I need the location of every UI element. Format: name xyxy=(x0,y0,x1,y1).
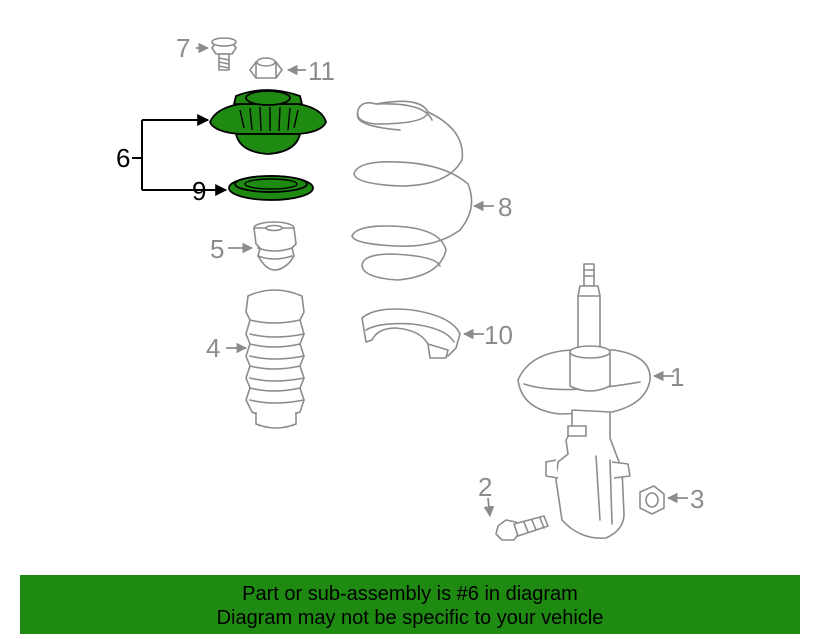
callout-10: 10 xyxy=(484,320,513,350)
parts-diagram: 7 11 6 9 5 4 xyxy=(116,33,704,541)
bolt-part-7[interactable] xyxy=(211,37,237,71)
callout-5: 5 xyxy=(210,234,224,264)
strut-mount-part-6[interactable] xyxy=(209,89,327,155)
banner-line-part: Part or sub-assembly is #6 in diagram xyxy=(242,583,578,605)
callout-9: 9 xyxy=(192,176,206,206)
callout-2: 2 xyxy=(478,472,492,502)
bearing-part-9[interactable] xyxy=(228,175,314,201)
coil-spring-part-8[interactable] xyxy=(351,100,473,281)
bump-stop-part-5[interactable] xyxy=(253,221,297,271)
callout-11: 11 xyxy=(308,56,335,86)
spring-insulator-part-10[interactable] xyxy=(361,308,461,359)
callout-8: 8 xyxy=(498,192,512,222)
info-banner: Part or sub-assembly is #6 in diagram Di… xyxy=(20,575,800,634)
callout-6: 6 xyxy=(116,143,130,173)
callout-1: 1 xyxy=(670,362,684,392)
callout-7: 7 xyxy=(176,33,190,63)
banner-line-disclaimer: Diagram may not be specific to your vehi… xyxy=(216,607,604,629)
callout-4: 4 xyxy=(206,333,220,363)
nut-part-3[interactable] xyxy=(639,485,665,515)
callout-3: 3 xyxy=(690,484,704,514)
bolt-part-2[interactable] xyxy=(495,515,549,541)
nut-part-11[interactable] xyxy=(249,57,283,79)
dust-boot-part-4[interactable] xyxy=(245,289,305,429)
strut-assembly-part-1[interactable] xyxy=(517,263,651,539)
